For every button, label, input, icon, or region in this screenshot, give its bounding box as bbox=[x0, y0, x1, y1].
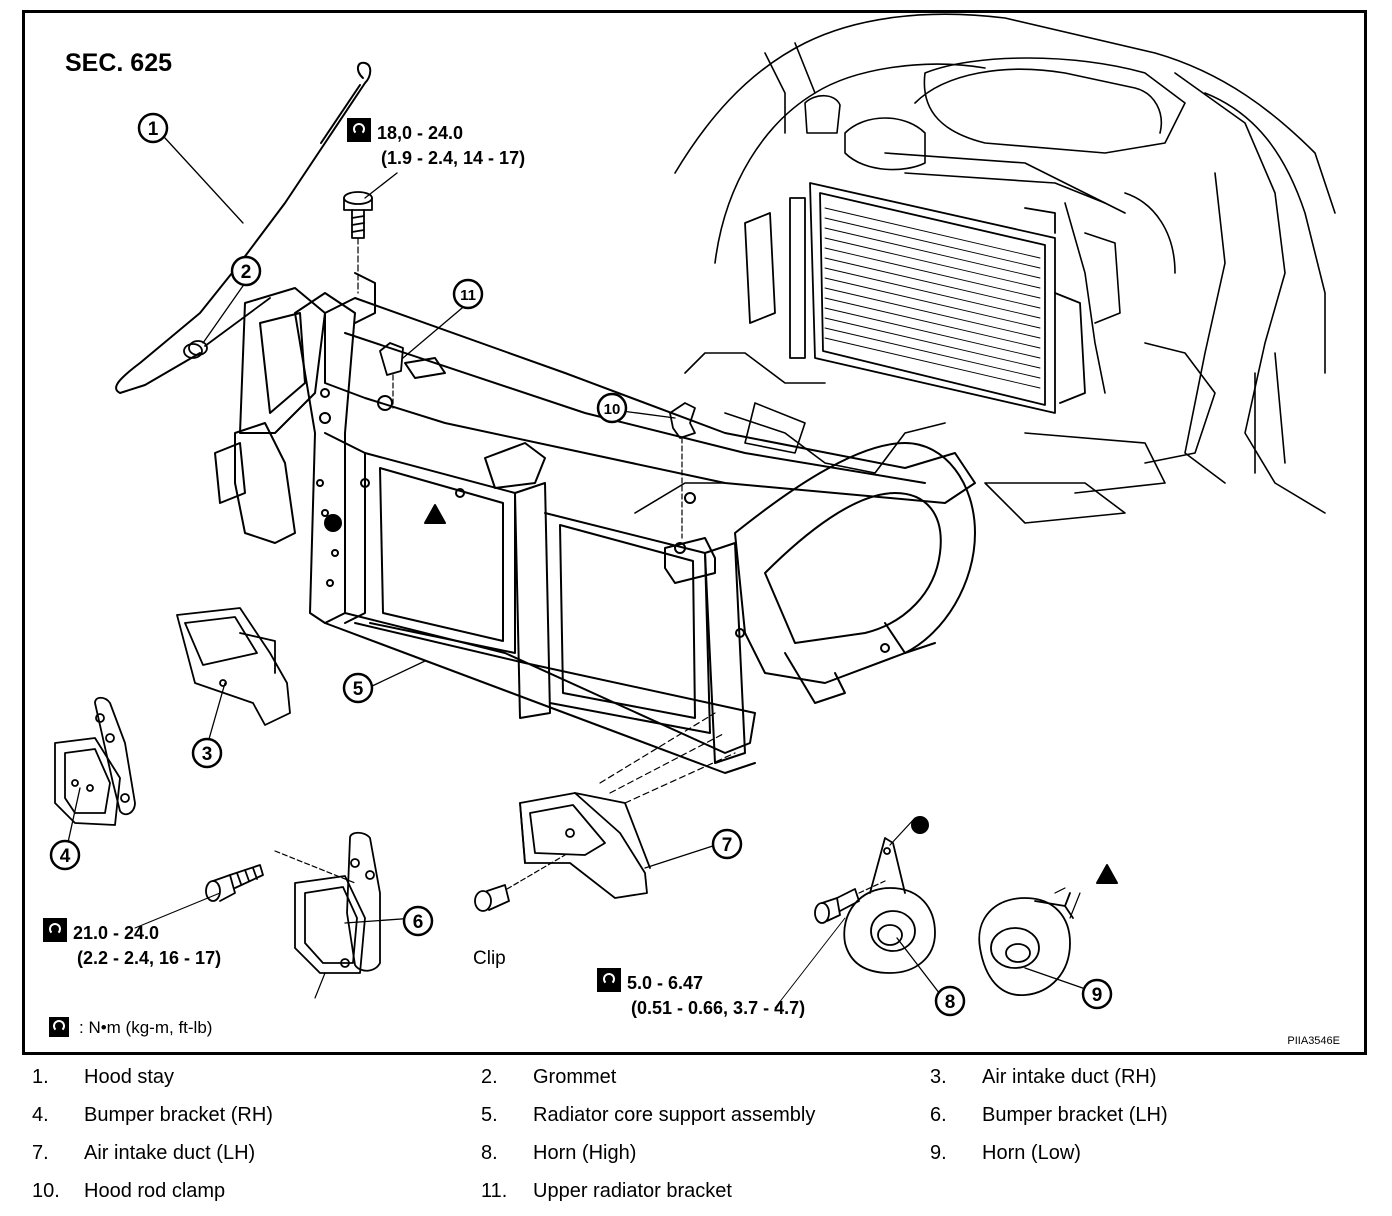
legend-item-number: 2. bbox=[481, 1066, 498, 1088]
torque-spec-upper-bolt: 18,0 - 24.0 (1.9 - 2.4, 14 - 17) bbox=[347, 118, 525, 171]
legend-item-number: 6. bbox=[930, 1104, 947, 1126]
torque-spec-horn-bolt: 5.0 - 6.47 (0.51 - 0.66, 3.7 - 4.7) bbox=[597, 968, 805, 1021]
callout-11: 11 bbox=[452, 278, 484, 310]
callout-9-label: 9 bbox=[1092, 985, 1103, 1006]
callout-6-label: 6 bbox=[413, 912, 424, 933]
legend-item-number: 9. bbox=[930, 1142, 947, 1164]
legend-item-label: Bumper bracket (RH) bbox=[84, 1104, 273, 1126]
grommet bbox=[183, 297, 271, 359]
callout-5-label: 5 bbox=[353, 679, 364, 700]
air-intake-duct-lh bbox=[519, 712, 736, 899]
legend-item-label: Hood stay bbox=[84, 1066, 175, 1088]
callout-7-label: 7 bbox=[722, 835, 733, 856]
condenser bbox=[744, 182, 1086, 414]
legend-item-number: 7. bbox=[32, 1142, 49, 1164]
legend-item-number: 5. bbox=[481, 1104, 498, 1126]
triangle-marker-horn-low bbox=[1096, 864, 1118, 884]
torque-wrench-icon bbox=[597, 968, 621, 992]
torque-spec-bumper-line2: (2.2 - 2.4, 16 - 17) bbox=[77, 948, 222, 968]
callout-1-label: 1 bbox=[148, 119, 159, 140]
legend-item-label: Grommet bbox=[533, 1066, 617, 1088]
circle-marker-core bbox=[324, 514, 342, 532]
radiator-core-support bbox=[214, 272, 976, 774]
callout-6: 6 bbox=[402, 905, 434, 937]
bumper-bracket-rh bbox=[54, 696, 136, 826]
clip bbox=[474, 854, 566, 912]
bolt-horn bbox=[814, 880, 886, 924]
legend-item-label: Air intake duct (LH) bbox=[84, 1142, 256, 1164]
bolt-lower-left bbox=[205, 864, 264, 902]
callout-8: 8 bbox=[934, 985, 966, 1017]
callout-9: 9 bbox=[1081, 978, 1113, 1010]
legend-item-label: Air intake duct (RH) bbox=[982, 1066, 1157, 1088]
air-intake-duct-rh bbox=[176, 607, 291, 726]
triangle-marker-core bbox=[424, 504, 446, 524]
torque-unit-legend: : N•m (kg-m, ft-lb) bbox=[49, 1017, 212, 1038]
legend-item-label: Horn (Low) bbox=[982, 1142, 1081, 1164]
legend-item-number: 11. bbox=[481, 1180, 508, 1202]
legend-item-number: 8. bbox=[481, 1142, 498, 1164]
legend-item-label: Bumper bracket (LH) bbox=[982, 1104, 1168, 1126]
legend-item-label: Radiator core support assembly bbox=[533, 1104, 816, 1126]
diagram-frame: SEC. 625 1 2 3 4 5 6 7 bbox=[22, 10, 1367, 1055]
circle-marker-horn-high bbox=[911, 816, 929, 834]
torque-spec-bumper-line1: 21.0 - 24.0 bbox=[73, 923, 160, 943]
torque-spec-horn-line1: 5.0 - 6.47 bbox=[627, 973, 704, 993]
legend-item-number: 3. bbox=[930, 1066, 947, 1088]
legend-item-number: 4. bbox=[32, 1104, 49, 1126]
callout-3-label: 3 bbox=[202, 744, 213, 765]
callout-2-label: 2 bbox=[241, 262, 252, 283]
callout-1: 1 bbox=[137, 112, 169, 144]
legend-item-label: Upper radiator bracket bbox=[533, 1180, 732, 1202]
legend-item-label: Hood rod clamp bbox=[84, 1180, 226, 1202]
torque-unit-text: : N•m (kg-m, ft-lb) bbox=[79, 1018, 213, 1037]
hood-stay bbox=[115, 61, 372, 394]
legend-item-number: 1. bbox=[32, 1066, 49, 1088]
vehicle-body-outline bbox=[634, 13, 1336, 524]
torque-spec-upper-line1: 18,0 - 24.0 bbox=[377, 123, 464, 143]
callout-4: 4 bbox=[49, 839, 81, 871]
clip-label: Clip bbox=[473, 948, 506, 969]
torque-wrench-icon bbox=[43, 918, 67, 942]
callout-8-label: 8 bbox=[945, 992, 956, 1013]
callout-7: 7 bbox=[711, 828, 743, 860]
callout-2: 2 bbox=[230, 255, 262, 287]
callout-11-label: 11 bbox=[460, 287, 476, 304]
callout-5: 5 bbox=[342, 672, 374, 704]
callouts-layer: 1 2 3 4 5 6 7 8 bbox=[49, 112, 1113, 1017]
torque-spec-upper-line2: (1.9 - 2.4, 14 - 17) bbox=[381, 148, 526, 168]
torque-wrench-icon bbox=[49, 1017, 69, 1037]
callout-10: 10 bbox=[596, 392, 628, 424]
section-title: SEC. 625 bbox=[65, 49, 173, 77]
figure-code: PIIA3546E bbox=[1287, 1035, 1340, 1047]
exploded-view-drawing bbox=[54, 13, 1336, 1009]
callout-4-label: 4 bbox=[60, 846, 71, 867]
bolt-upper bbox=[343, 191, 373, 294]
horn-low bbox=[978, 887, 1081, 996]
torque-spec-horn-line2: (0.51 - 0.66, 3.7 - 4.7) bbox=[631, 998, 806, 1018]
legend-item-label: Horn (High) bbox=[533, 1142, 637, 1164]
torque-wrench-icon bbox=[347, 118, 371, 142]
upper-radiator-bracket bbox=[379, 342, 404, 409]
callout-3: 3 bbox=[191, 737, 223, 769]
callout-10-label: 10 bbox=[604, 401, 621, 418]
bumper-bracket-lh bbox=[274, 831, 381, 999]
legend-item-number: 10. bbox=[32, 1180, 60, 1202]
hood-rod-clamp bbox=[669, 402, 696, 539]
torque-spec-bumper-bolt: 21.0 - 24.0 (2.2 - 2.4, 16 - 17) bbox=[43, 918, 221, 971]
horn-high bbox=[843, 817, 936, 974]
